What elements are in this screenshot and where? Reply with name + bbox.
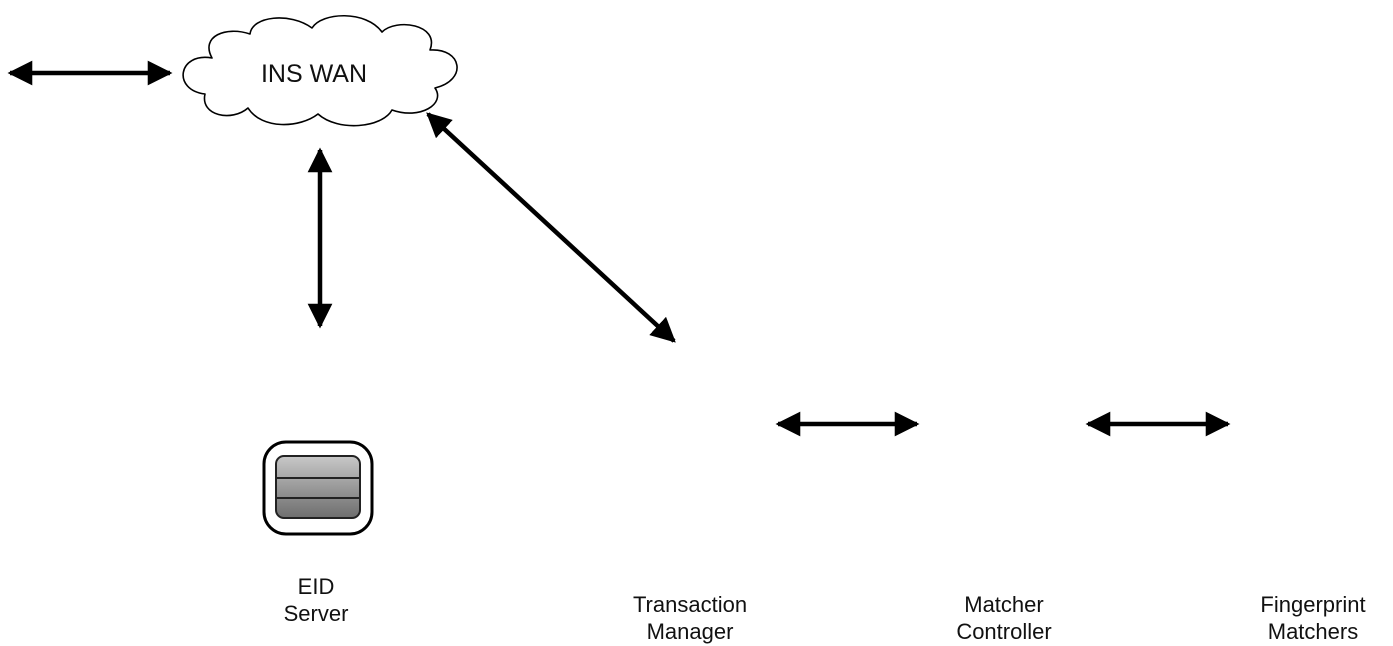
server-labels: EID Server Transaction Manager Matcher C… [284,574,1366,644]
matcher-controller-label-line1: Matcher [964,592,1043,617]
ins-wan-cloud: INS WAN [182,14,458,127]
matcher-controller-label-line2: Controller [956,619,1051,644]
fingerprint-matchers-label-line2: Matchers [1268,619,1358,644]
cloud-label: INS WAN [261,60,367,88]
eid-server-label-line1: EID [298,574,335,599]
arrow-wan-to-transaction-manager [426,112,676,343]
transaction-manager-label-line2: Manager [647,619,734,644]
connections [7,60,1231,437]
database-icon [262,440,374,536]
transaction-manager-label-line1: Transaction [633,592,747,617]
fingerprint-matchers-label-line1: Fingerprint [1260,592,1365,617]
eid-server-label-line2: Server [284,601,349,626]
